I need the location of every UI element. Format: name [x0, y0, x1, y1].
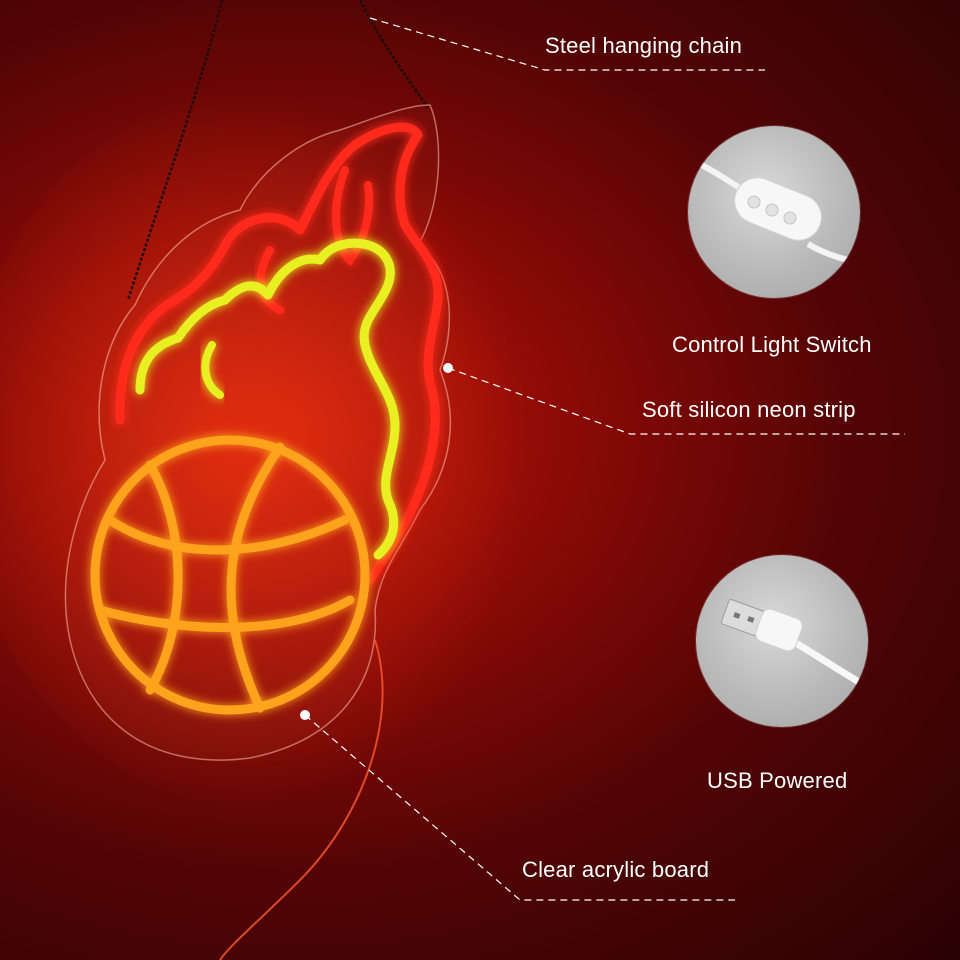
neon-red-flame-inner — [331, 166, 374, 267]
power-cable — [219, 639, 384, 960]
board-leader-line — [304, 714, 735, 901]
usb-plug-photo — [696, 555, 868, 727]
acrylic-board-outline — [64, 104, 452, 761]
hanging-chain — [126, 0, 224, 301]
usb-label: USB Powered — [707, 768, 848, 793]
neon-yellow-flame — [135, 238, 400, 560]
switch-label: Control Light Switch — [672, 332, 872, 357]
neon-red-flame — [115, 122, 443, 585]
board-pointer-dot — [300, 710, 310, 720]
strip-label: Soft silicon neon strip — [642, 397, 856, 422]
control-switch-icon — [688, 154, 860, 266]
chain-label: Steel hanging chain — [545, 33, 743, 58]
neon-basketball — [90, 435, 370, 715]
board-label: Clear acrylic board — [522, 857, 710, 882]
control-switch-photo — [688, 126, 860, 298]
hanging-chain-right — [358, 0, 430, 109]
strip-pointer-dot — [443, 363, 453, 373]
usb-plug-icon — [720, 599, 868, 692]
neon-yellow-flame-lick — [201, 341, 224, 399]
strip-leader-line — [447, 367, 905, 435]
chain-leader-line — [369, 17, 765, 71]
